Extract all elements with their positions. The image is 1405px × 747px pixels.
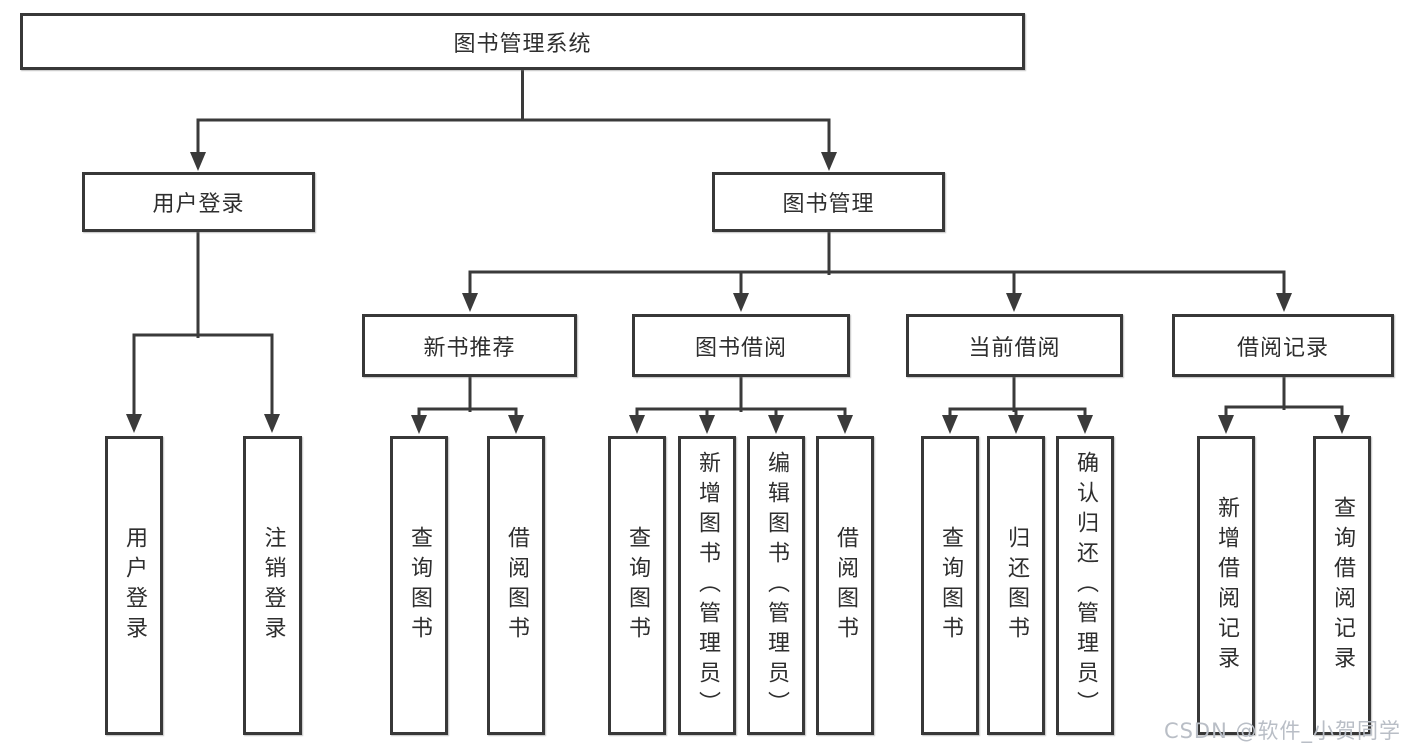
node-current-borrow: 当前借阅 (906, 314, 1123, 377)
node-book-borrow: 图书借阅 (632, 314, 850, 377)
node-new-book-recommend: 新书推荐 (362, 314, 577, 377)
leaf-add-borrow-record: 新增借阅记录 (1197, 436, 1255, 735)
node-library-management-system: 图书管理系统 (20, 13, 1025, 70)
connector-root (190, 68, 837, 171)
connector-book-borrow (629, 375, 853, 434)
leaf-borrow-books: 借阅图书 (816, 436, 874, 735)
leaf-borrow-books-recommend: 借阅图书 (487, 436, 545, 735)
connector-book-management (462, 230, 1292, 312)
connector-borrow-records (1218, 375, 1350, 434)
leaf-return-book: 归还图书 (987, 436, 1045, 735)
connector-current-borrow (942, 375, 1093, 434)
node-book-management: 图书管理 (712, 172, 945, 232)
leaf-query-books-current: 查询图书 (921, 436, 979, 735)
connector-new-book-recommend (411, 375, 524, 434)
leaf-query-books-borrow: 查询图书 (608, 436, 666, 735)
leaf-query-borrow-record: 查询借阅记录 (1313, 436, 1371, 735)
leaf-logout: 注销登录 (243, 436, 302, 735)
leaf-query-books-recommend: 查询图书 (390, 436, 448, 735)
csdn-watermark: CSDN @软件_小贺同学 (1163, 719, 1401, 743)
leaf-confirm-return-admin: 确认归还（管理员） (1056, 436, 1114, 735)
leaf-edit-book-admin: 编辑图书（管理员） (747, 436, 805, 735)
node-borrow-records: 借阅记录 (1172, 314, 1394, 377)
node-user-login: 用户登录 (82, 172, 315, 232)
connector-user-login (126, 230, 280, 433)
leaf-user-login: 用户登录 (105, 436, 163, 735)
leaf-add-book-admin: 新增图书（管理员） (678, 436, 736, 735)
